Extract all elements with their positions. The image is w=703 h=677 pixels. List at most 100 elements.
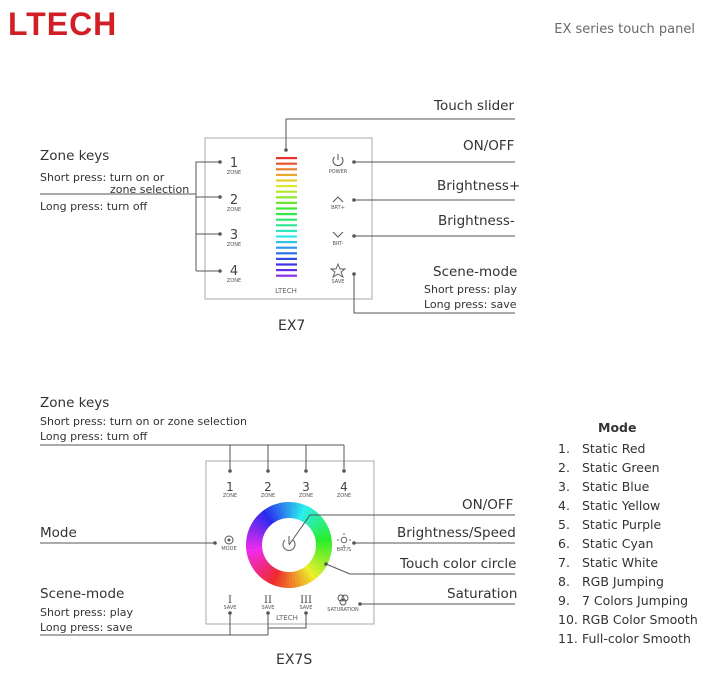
color-ring-segment[interactable] bbox=[314, 549, 332, 557]
color-ring-segment[interactable] bbox=[308, 514, 323, 528]
color-ring-segment[interactable] bbox=[246, 544, 263, 549]
ex7-zone-2: 2 bbox=[230, 193, 238, 208]
ex7-touch-slider-label: Touch slider bbox=[434, 98, 514, 114]
color-ring-segment[interactable] bbox=[314, 530, 331, 539]
color-ring-segment[interactable] bbox=[315, 545, 332, 550]
color-ring-segment[interactable] bbox=[304, 509, 318, 525]
slider-bar[interactable] bbox=[276, 224, 297, 227]
slider-bar[interactable] bbox=[276, 269, 297, 272]
color-ring-segment[interactable] bbox=[246, 540, 263, 545]
color-ring-segment[interactable] bbox=[246, 533, 264, 541]
color-ring-segment[interactable] bbox=[291, 502, 298, 519]
color-ring-segment[interactable] bbox=[253, 560, 269, 573]
color-ring-segment[interactable] bbox=[315, 547, 332, 554]
color-ring-segment[interactable] bbox=[312, 556, 328, 567]
color-ring-segment[interactable] bbox=[311, 520, 327, 532]
color-ring-segment[interactable] bbox=[300, 506, 311, 522]
slider-bar[interactable] bbox=[276, 162, 297, 165]
color-ring-segment[interactable] bbox=[247, 529, 264, 539]
color-ring-segment[interactable] bbox=[248, 526, 265, 536]
color-ring-segment[interactable] bbox=[246, 549, 263, 557]
color-ring-segment[interactable] bbox=[267, 568, 278, 584]
slider-bar[interactable] bbox=[276, 213, 297, 216]
slider-bar[interactable] bbox=[276, 173, 297, 176]
color-ring-segment[interactable] bbox=[274, 503, 283, 520]
slider-bar[interactable] bbox=[276, 201, 297, 204]
color-ring-segment[interactable] bbox=[293, 571, 301, 588]
color-ring-segment[interactable] bbox=[249, 556, 266, 567]
color-ring-segment[interactable] bbox=[277, 502, 285, 519]
color-ring-segment[interactable] bbox=[313, 554, 330, 564]
color-ring-segment[interactable] bbox=[258, 511, 272, 526]
color-ring-segment[interactable] bbox=[256, 514, 271, 528]
color-ring-segment[interactable] bbox=[263, 566, 276, 583]
slider-bar[interactable] bbox=[276, 190, 297, 193]
color-ring-segment[interactable] bbox=[284, 571, 289, 588]
slider-bar[interactable] bbox=[276, 246, 297, 249]
slider-bar[interactable] bbox=[276, 241, 297, 244]
color-ring-segment[interactable] bbox=[315, 533, 332, 541]
color-ring-segment[interactable] bbox=[309, 560, 325, 574]
color-ring-segment[interactable] bbox=[246, 536, 263, 543]
color-ring-segment[interactable] bbox=[306, 564, 320, 579]
color-ring-segment[interactable] bbox=[261, 509, 274, 525]
color-ring-segment[interactable] bbox=[270, 504, 281, 521]
color-ring-segment[interactable] bbox=[247, 551, 264, 560]
color-ring-segment[interactable] bbox=[293, 502, 301, 520]
color-ring-segment[interactable] bbox=[277, 570, 285, 588]
color-ring-segment[interactable] bbox=[285, 502, 290, 519]
slider-bar[interactable] bbox=[276, 274, 297, 277]
color-ring-segment[interactable] bbox=[312, 523, 329, 534]
color-ring-segment[interactable] bbox=[295, 503, 305, 520]
slider-bar[interactable] bbox=[276, 185, 297, 188]
ex7s-caption: EX7S bbox=[276, 652, 313, 668]
color-ring-segment[interactable] bbox=[310, 558, 327, 571]
color-ring-segment[interactable] bbox=[250, 523, 266, 534]
color-ring-segment[interactable] bbox=[267, 505, 278, 522]
color-ring-segment[interactable] bbox=[288, 571, 293, 589]
color-ring-segment[interactable] bbox=[314, 551, 331, 561]
color-ring-segment[interactable] bbox=[304, 565, 317, 581]
ex7-save-caption: SAVE bbox=[332, 279, 345, 285]
color-ring-segment[interactable] bbox=[298, 504, 308, 521]
slider-bar[interactable] bbox=[276, 196, 297, 199]
color-ring-segment[interactable] bbox=[273, 570, 283, 587]
color-ring-segment[interactable] bbox=[251, 519, 268, 532]
mode-list-item: 10.RGB Color Smooth bbox=[558, 612, 698, 631]
ex7s-leader-dots bbox=[213, 469, 362, 615]
slider-bar[interactable] bbox=[276, 157, 297, 160]
color-ring-segment[interactable] bbox=[307, 562, 322, 576]
slider-bar[interactable] bbox=[276, 168, 297, 171]
color-ring-segment[interactable] bbox=[289, 502, 294, 519]
color-ring-segment[interactable] bbox=[270, 569, 280, 586]
color-ring-segment[interactable] bbox=[306, 512, 320, 527]
color-ring-segment[interactable] bbox=[280, 571, 287, 588]
slider-bar[interactable] bbox=[276, 229, 297, 232]
slider-bar[interactable] bbox=[276, 207, 297, 210]
color-ring-segment[interactable] bbox=[253, 516, 269, 530]
slider-bar[interactable] bbox=[276, 235, 297, 238]
color-ring-segment[interactable] bbox=[255, 562, 270, 576]
color-ring-segment[interactable] bbox=[300, 568, 311, 585]
slider-bar[interactable] bbox=[276, 257, 297, 260]
color-ring-segment[interactable] bbox=[260, 565, 274, 581]
slider-bar[interactable] bbox=[276, 218, 297, 221]
slider-bar[interactable] bbox=[276, 263, 297, 266]
slider-bar[interactable] bbox=[276, 252, 297, 255]
color-ring-segment[interactable] bbox=[315, 541, 332, 546]
color-ring-segment[interactable] bbox=[309, 517, 325, 530]
ex7s-zone-caption-3: ZONE bbox=[299, 493, 313, 499]
color-ring-segment[interactable] bbox=[248, 553, 265, 564]
ex7s-saturation-label: Saturation bbox=[447, 586, 518, 602]
color-ring-segment[interactable] bbox=[258, 563, 272, 578]
color-ring-segment[interactable] bbox=[302, 567, 314, 583]
color-ring-segment[interactable] bbox=[302, 507, 315, 524]
color-ring-segment[interactable] bbox=[251, 558, 267, 570]
color-ring-segment[interactable] bbox=[264, 507, 276, 523]
mode-number: 10. bbox=[558, 612, 578, 627]
color-ring-segment[interactable] bbox=[313, 526, 330, 537]
color-ring-segment[interactable] bbox=[297, 569, 308, 586]
color-ring-segment[interactable] bbox=[295, 570, 304, 587]
slider-bar[interactable] bbox=[276, 179, 297, 182]
